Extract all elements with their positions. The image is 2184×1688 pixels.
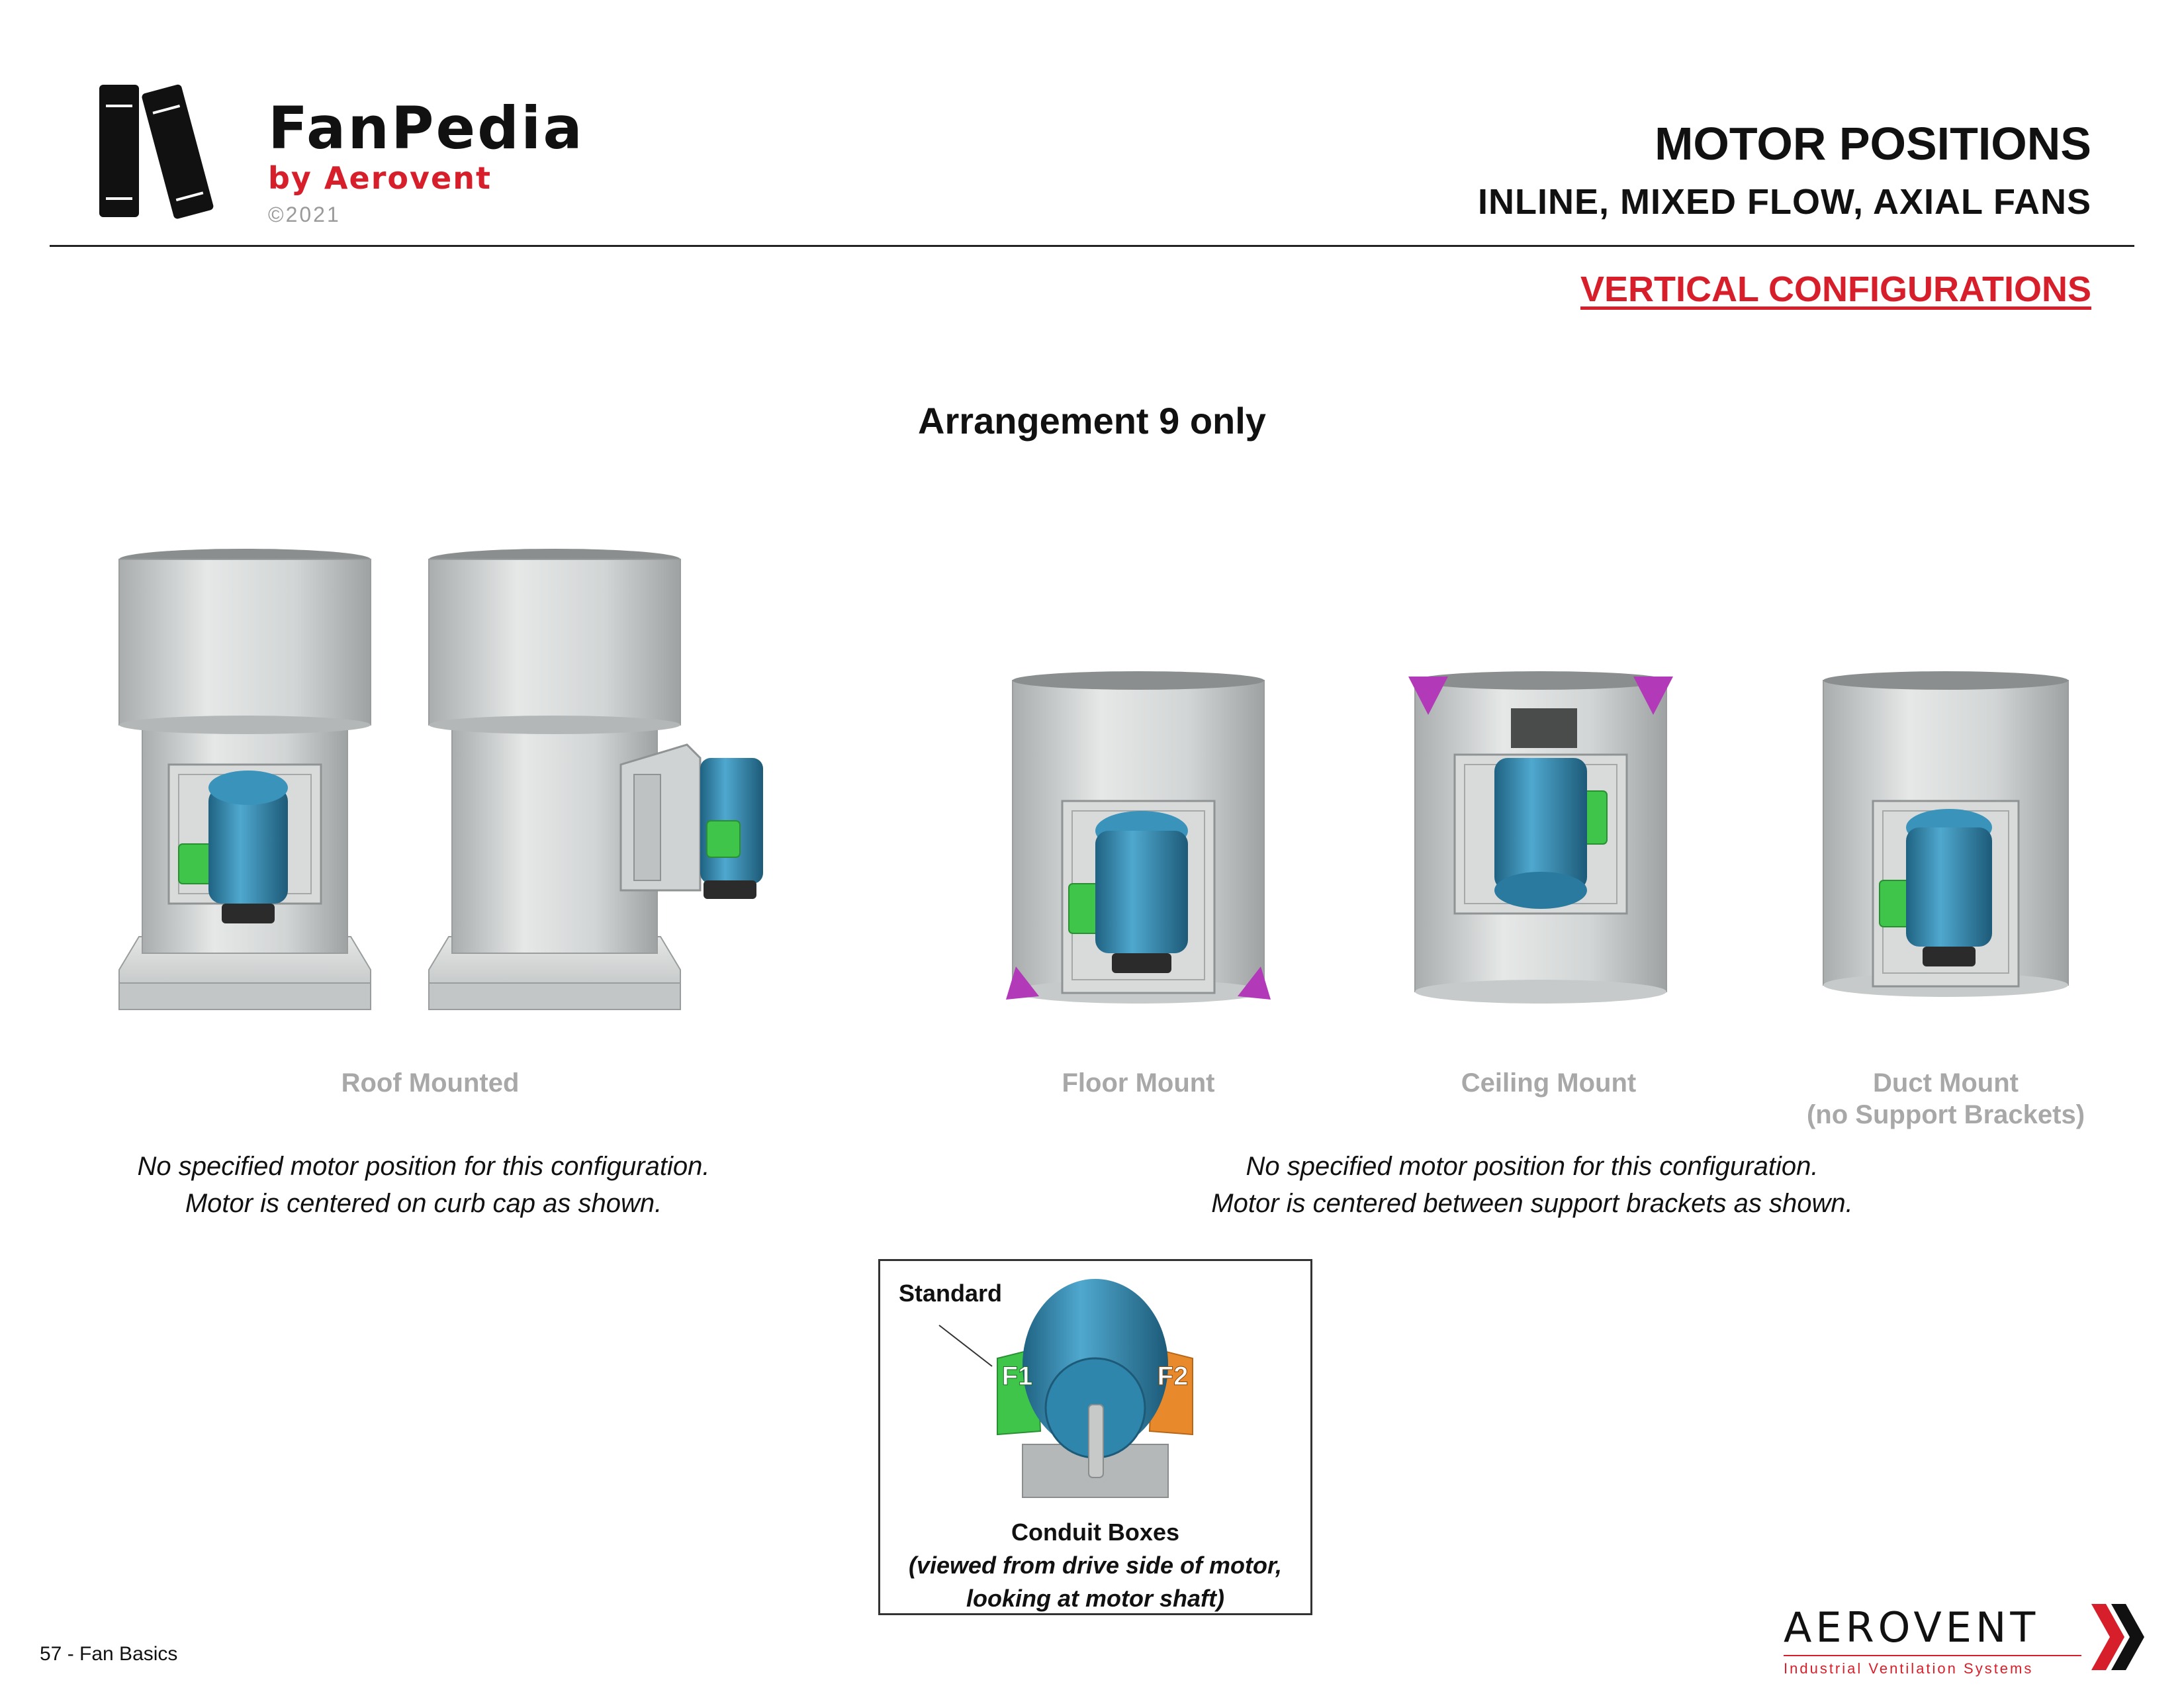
legend-standard-label: Standard <box>899 1280 1003 1307</box>
conduit-box-motor-illustration: F1 F2 <box>938 1279 1193 1498</box>
f1-conduit-label: F1 <box>1002 1362 1033 1391</box>
books-logo-icon <box>99 84 214 219</box>
page-subtitle: INLINE, MIXED FLOW, AXIAL FANS <box>1477 182 2091 222</box>
roof-mount-note: No specified motor position for this con… <box>93 1148 754 1222</box>
copyright: ©2021 <box>268 203 341 226</box>
arrangement-title: Arrangement 9 only <box>918 400 1266 442</box>
logo-subtitle: by Aerovent <box>268 160 492 196</box>
header-divider <box>50 245 2134 247</box>
duct-mount-label-line1: Duct Mount <box>1873 1068 2019 1098</box>
floor-mount-fan-illustration <box>1006 671 1271 1004</box>
aerovent-tagline: Industrial Ventilation Systems <box>1784 1655 2081 1677</box>
bracket-mount-note-line1: No specified motor position for this con… <box>1246 1152 1819 1181</box>
ceiling-mount-label: Ceiling Mount <box>1461 1068 1637 1098</box>
duct-mount-fan-illustration <box>1823 671 2069 997</box>
legend-caption-line2: (viewed from drive side of motor, <box>908 1552 1283 1579</box>
duct-mount-label: Duct Mount (no Support Brackets) <box>1780 1067 2111 1131</box>
roof-mounted-label: Roof Mounted <box>341 1068 520 1098</box>
aerovent-chevron-icon <box>2091 1604 2144 1670</box>
page-number: 57 - Fan Basics <box>40 1643 178 1665</box>
floor-mount-label: Floor Mount <box>1062 1068 1215 1098</box>
bracket-mount-note: No specified motor position for this con… <box>1135 1148 1929 1222</box>
section-heading-link[interactable]: VERTICAL CONFIGURATIONS <box>1580 269 2091 309</box>
roof-mounted-fan-side-illustration <box>428 549 763 1010</box>
legend-caption-line3: looking at motor shaft) <box>966 1585 1224 1612</box>
duct-mount-label-line2: (no Support Brackets) <box>1806 1100 2085 1129</box>
legend-caption-title: Conduit Boxes <box>1011 1519 1179 1546</box>
bracket-mount-note-line2: Motor is centered between support bracke… <box>1211 1189 1853 1218</box>
page-title: MOTOR POSITIONS <box>1655 118 2091 169</box>
logo-title: FanPedia <box>268 94 584 162</box>
roof-mount-note-line2: Motor is centered on curb cap as shown. <box>185 1189 662 1218</box>
roof-mount-note-line1: No specified motor position for this con… <box>137 1152 710 1181</box>
aerovent-logo-wordmark: AEROVENT <box>1784 1603 2040 1652</box>
f2-conduit-label: F2 <box>1158 1362 1189 1391</box>
ceiling-mount-fan-illustration <box>1408 671 1673 1004</box>
legend-caption: Conduit Boxes (viewed from drive side of… <box>878 1516 1312 1615</box>
roof-mounted-fan-front-illustration <box>118 549 371 1010</box>
